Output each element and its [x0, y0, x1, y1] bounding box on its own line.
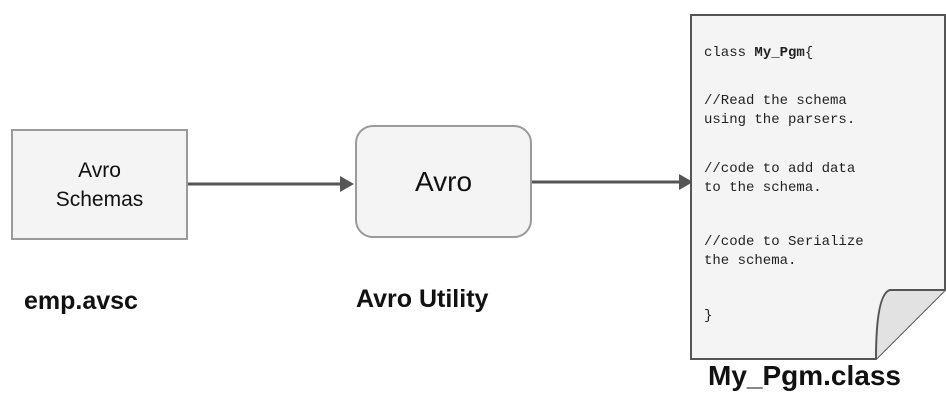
avro-utility-caption: Avro Utility [356, 285, 489, 313]
document-page-shape [690, 14, 946, 360]
avro-utility-box: Avro [355, 125, 532, 238]
class-file-document [690, 14, 946, 360]
avro-schemas-box: Avro Schemas [11, 129, 188, 240]
avro-schemas-label-line2: Schemas [55, 187, 144, 211]
code-comment-read: //Read the schema using the parsers. [704, 93, 856, 128]
page-curl-icon [875, 289, 945, 360]
code-open-brace: { [804, 45, 814, 61]
code-class-declaration: class My_Pgm{ [704, 44, 813, 63]
avro-utility-label: Avro [414, 165, 473, 197]
class-file-caption: My_Pgm.class [708, 360, 901, 391]
schema-file-caption: emp.avsc [24, 287, 138, 315]
code-class-keyword: class [704, 45, 755, 61]
code-comment-serialize: //code to Serialize the schema. [704, 234, 864, 269]
code-closing-brace: } [704, 308, 713, 324]
code-comment-add: //code to add data to the schema. [704, 161, 856, 196]
code-class-name: My_Pgm [754, 45, 805, 61]
avro-schemas-label-line1: Avro [78, 158, 121, 182]
arrow-avro-to-class [532, 174, 693, 190]
arrow-schemas-to-avro [188, 176, 354, 192]
